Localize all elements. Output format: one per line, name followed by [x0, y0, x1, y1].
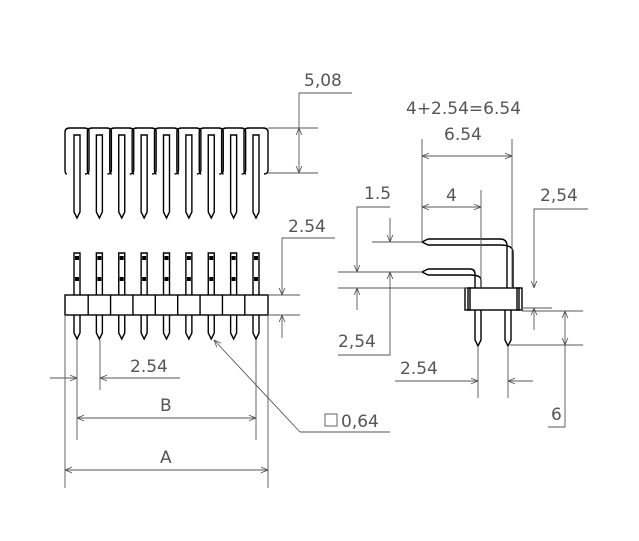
pin-mark — [97, 277, 102, 281]
u-pin-top — [243, 127, 269, 220]
dim-label: 6 — [551, 405, 562, 425]
front-housing — [64, 294, 269, 316]
pin-front — [118, 252, 126, 341]
u-pin-top — [64, 127, 90, 220]
dim-label: 2.54 — [400, 359, 438, 379]
side-view — [421, 238, 523, 348]
dim-label: 2,54 — [338, 332, 376, 352]
dim-b-label: B — [160, 396, 172, 416]
dim-front-2-54: 2.54 — [268, 217, 335, 338]
front-view-pins — [64, 252, 269, 341]
u-pin-top — [109, 127, 135, 220]
dim-label: 2.54 — [130, 357, 168, 377]
dim-label: 2,54 — [540, 186, 578, 206]
pin-mark — [231, 256, 236, 260]
pin-mark — [209, 256, 214, 260]
pin-mark — [164, 256, 169, 260]
top-view-pins — [64, 127, 269, 220]
u-pin-top — [176, 127, 202, 220]
dim-5-08: 5,08 — [268, 71, 352, 174]
pin-mark — [254, 256, 258, 260]
pin-front — [207, 252, 215, 341]
pin-mark — [75, 277, 79, 281]
pin-mark — [164, 277, 169, 281]
pin-front — [95, 252, 104, 341]
pin-front — [162, 252, 171, 341]
side-dims: 4+2.54=6.54 6.54 4 1.5 2,54 2,54 6 2.54 — [338, 99, 588, 428]
pin-front — [185, 252, 193, 341]
pin-front — [73, 252, 81, 341]
pin-mark — [142, 277, 147, 281]
pin-mark — [231, 277, 236, 281]
dim-label: 6.54 — [444, 125, 482, 145]
u-pin-top — [220, 127, 247, 220]
u-pin-top — [86, 127, 113, 220]
u-pin-top — [153, 127, 180, 220]
pin-mark — [186, 277, 191, 281]
pin-front — [229, 252, 238, 341]
pin-mark — [75, 256, 79, 260]
u-pin-top — [198, 127, 224, 220]
pin-mark — [186, 256, 191, 260]
dim-label: 1.5 — [364, 184, 391, 204]
pin-front — [140, 252, 148, 341]
dim-bottom: 2.54 B A 0,64 — [50, 315, 390, 488]
dim-label: 2.54 — [288, 217, 326, 237]
pin-size-label: 0,64 — [341, 412, 379, 432]
pin-front — [252, 252, 260, 341]
dim-label: 4 — [446, 186, 457, 206]
dim-a-label: A — [160, 448, 172, 468]
u-pin-top — [131, 127, 157, 220]
pin-mark — [209, 277, 214, 281]
dim-label: 5,08 — [304, 71, 342, 91]
square-icon — [324, 413, 338, 427]
pin-mark — [142, 256, 147, 260]
pin-mark — [97, 256, 102, 260]
pin-mark — [254, 277, 258, 281]
pin-mark — [119, 256, 124, 260]
pin-mark — [119, 277, 124, 281]
formula-label: 4+2.54=6.54 — [406, 99, 521, 119]
